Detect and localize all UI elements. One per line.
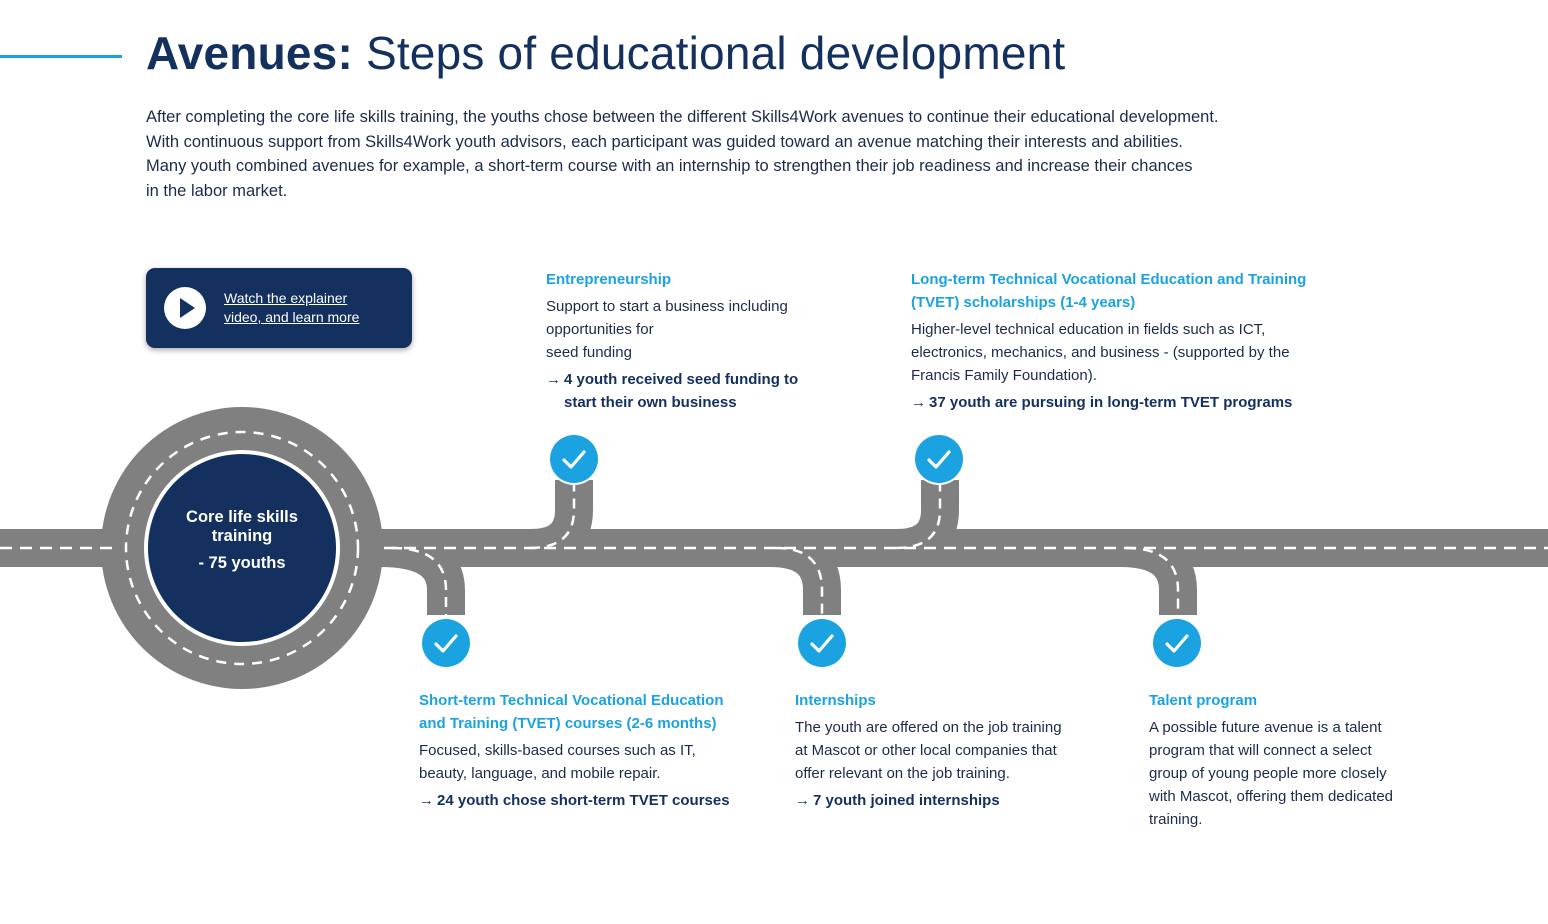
hub-title: Core life skills training	[186, 508, 298, 545]
page-title: Avenues: Steps of educational developmen…	[146, 26, 1065, 80]
arrow-right-icon: →	[911, 394, 926, 411]
avenue-result-text: 24 youth chose short-term TVET courses	[437, 792, 730, 809]
avenue-description-line: electronics, mechanics, and business - (…	[911, 344, 1290, 361]
avenue-entrepreneurship: Entrepreneurship Support to start a busi…	[546, 268, 816, 414]
branch-road-short-term-tvet	[379, 529, 465, 615]
avenue-title: Talent program	[1149, 692, 1258, 709]
avenue-description-line: Higher-level technical education in fiel…	[911, 321, 1266, 338]
branch-road-internships	[769, 529, 841, 615]
check-icon	[1151, 617, 1203, 669]
intro-line: in the labor market.	[146, 181, 288, 200]
avenue-description-line: at Mascot or other local companies that	[795, 742, 1057, 759]
avenue-title: Long-term Technical Vocational Education…	[911, 271, 1307, 311]
avenue-description-line: The youth are offered on the job trainin…	[795, 719, 1062, 736]
avenue-description-line: beauty, language, and mobile repair.	[419, 765, 661, 782]
avenue-result: → 7 youth joined internships	[795, 789, 1095, 812]
avenue-description-line: with Mascot, offering them dedicated	[1149, 788, 1394, 805]
avenue-short-term-tvet: Short-term Technical Vocational Educatio…	[419, 689, 739, 812]
avenue-description: Support to start a business including op…	[546, 295, 816, 364]
avenue-title: Internships	[795, 692, 876, 709]
avenue-result-text: 4 youth received seed funding to start t…	[564, 371, 799, 411]
arrow-right-icon: →	[419, 792, 434, 809]
watch-video-link[interactable]: Watch the explainer video, and learn mor…	[224, 290, 360, 325]
avenue-title: Entrepreneurship	[546, 271, 672, 288]
lane-marking	[895, 480, 942, 550]
check-icon	[913, 433, 965, 485]
avenue-result-text: 7 youth joined internships	[813, 792, 1000, 809]
hub-circle-inner	[148, 454, 336, 642]
avenue-description-line: program that will connect a select	[1149, 742, 1372, 759]
intro-line: After completing the core life skills tr…	[146, 108, 1219, 126]
branch-road-talent-program	[1119, 529, 1197, 615]
play-icon	[164, 287, 206, 329]
branch-road-entrepreneurship	[529, 480, 593, 567]
lane-marking	[391, 546, 448, 615]
avenue-description-line: Focused, skills-based courses such as IT…	[419, 742, 696, 759]
avenue-description: Higher-level technical education in fiel…	[911, 318, 1351, 387]
watch-video-button[interactable]: Watch the explainer video, and learn mor…	[146, 268, 412, 348]
check-icon	[548, 433, 600, 485]
avenue-result: → 4 youth received seed funding to start…	[546, 368, 816, 414]
avenue-result-text: 37 youth are pursuing in long-term TVET …	[929, 394, 1293, 411]
arrow-right-icon: →	[795, 792, 810, 809]
branch-road-long-term-tvet	[895, 480, 959, 567]
page-title-rest: Steps of educational development	[352, 27, 1066, 79]
avenue-result: → 24 youth chose short-term TVET courses	[419, 789, 739, 812]
header-accent-line	[0, 55, 122, 58]
avenue-result: → 37 youth are pursuing in long-term TVE…	[911, 391, 1351, 414]
avenue-description-line: Support to start a business including	[546, 298, 788, 315]
avenue-description: The youth are offered on the job trainin…	[795, 716, 1095, 785]
avenue-description-line: group of young people more closely	[1149, 765, 1387, 782]
check-icon	[420, 617, 472, 669]
roundabout-ring-marking	[124, 430, 360, 666]
lane-marking	[775, 546, 824, 615]
hub-count: - 75 youths	[198, 554, 286, 572]
avenue-description-line: offer relevant on the job training.	[795, 765, 1010, 782]
lane-marking	[529, 480, 576, 550]
check-icon	[796, 617, 848, 669]
avenue-description: Focused, skills-based courses such as IT…	[419, 739, 739, 785]
avenue-description-line: training.	[1149, 811, 1203, 828]
lane-marking	[1125, 546, 1180, 615]
avenue-long-term-tvet: Long-term Technical Vocational Education…	[911, 268, 1351, 414]
page-title-strong: Avenues:	[146, 27, 353, 79]
arrow-right-icon: →	[546, 371, 561, 388]
avenue-internships: Internships The youth are offered on the…	[795, 689, 1095, 812]
avenue-description-line: Francis Family Foundation).	[911, 367, 1097, 384]
intro-line: With continuous support from Skills4Work…	[146, 132, 1183, 151]
avenue-description-line: seed funding	[546, 344, 632, 361]
intro-paragraph: After completing the core life skills tr…	[146, 105, 1266, 203]
avenue-description-line: opportunities for	[546, 321, 654, 338]
intro-line: Many youth combined avenues for example,…	[146, 157, 1193, 175]
avenue-description-line: A possible future avenue is a talent	[1149, 719, 1382, 736]
avenue-title: Short-term Technical Vocational Educatio…	[419, 692, 724, 732]
avenue-talent-program: Talent program A possible future avenue …	[1149, 689, 1439, 835]
avenue-description: A possible future avenue is a talent pro…	[1149, 716, 1439, 831]
hub-label: Core life skills training - 75 youths	[162, 508, 322, 573]
